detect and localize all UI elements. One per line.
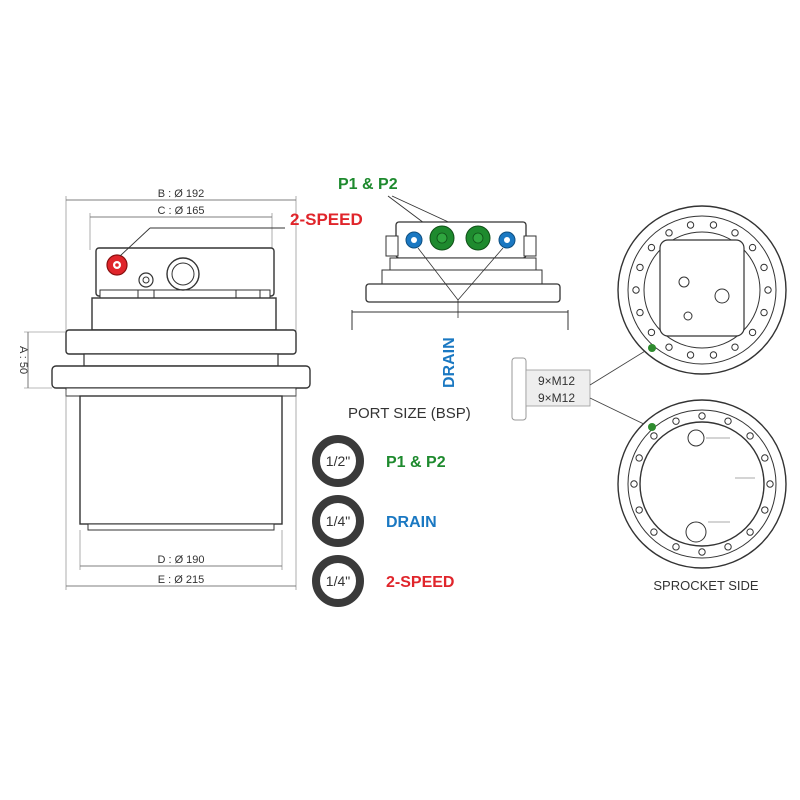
size-value: 1/2" <box>326 453 350 469</box>
dimension-a-label: A : 50 <box>17 346 29 374</box>
bolt-hole <box>709 351 718 359</box>
bolt-hole <box>635 506 643 514</box>
bolt-hole <box>746 432 754 440</box>
bolt-hole <box>748 243 757 252</box>
sprocket-bolt-holes <box>630 412 774 556</box>
side-view: B : Ø 192 C : Ø 165 A : 50 <box>17 188 363 590</box>
bolt-hole <box>731 229 739 237</box>
bolt-callout: 9×M12 9×M12 <box>511 347 651 428</box>
bolt-hole <box>636 308 644 317</box>
size-value: 1/4" <box>326 573 350 589</box>
sprocket-side-view: SPROCKET SIDE <box>617 399 787 593</box>
bolt-hole <box>709 221 718 229</box>
bolt-spec-bottom: 9×M12 <box>538 391 575 405</box>
bolt-marker-top <box>648 344 656 352</box>
bolt-hole <box>731 343 739 351</box>
sprocket-side-caption: SPROCKET SIDE <box>653 578 759 593</box>
motor-end-view <box>617 205 787 375</box>
bolt-spec-top: 9×M12 <box>538 374 575 388</box>
port-size-row: 1/4" DRAIN <box>312 495 437 547</box>
bolt-hole <box>636 263 644 272</box>
bolt-hole <box>686 221 695 229</box>
bolt-hole <box>647 328 656 337</box>
bolt-hole <box>650 432 658 440</box>
size-label: 2-SPEED <box>386 574 454 591</box>
bolt-marker-bottom <box>648 423 656 431</box>
dimension-c-label: C : Ø 165 <box>157 205 204 217</box>
bolt-hole <box>761 454 769 462</box>
bolt-hole <box>698 548 706 556</box>
flange-bolt-holes <box>632 221 772 359</box>
bolt-hole <box>766 480 774 488</box>
bolt-hole <box>650 528 658 536</box>
dimension-e-label: E : Ø 215 <box>158 574 204 586</box>
bolt-hole <box>632 286 640 294</box>
size-ring <box>312 435 364 487</box>
bolt-hole <box>760 308 768 317</box>
dimension-b-label: B : Ø 192 <box>158 188 204 200</box>
port-size-row: 1/4" 2-SPEED <box>312 555 454 607</box>
size-label: P1 & P2 <box>386 454 446 471</box>
bolt-hole <box>686 351 695 359</box>
bolt-hole <box>635 454 643 462</box>
size-ring <box>312 495 364 547</box>
bolt-hole <box>746 528 754 536</box>
two-speed-callout: 2-SPEED <box>290 210 363 229</box>
port-size-legend: PORT SIZE (BSP) 1/2" P1 & P2 1/4" DRAIN … <box>312 405 471 607</box>
port-size-title: PORT SIZE (BSP) <box>348 405 471 422</box>
port-size-row: 1/2" P1 & P2 <box>312 435 446 487</box>
bolt-hole <box>665 343 673 351</box>
drain-callout: DRAIN <box>441 337 458 388</box>
bolt-hole <box>672 417 680 425</box>
bolt-hole <box>748 328 757 337</box>
dimension-d-label: D : Ø 190 <box>157 554 204 566</box>
bolt-hole <box>630 480 638 488</box>
bolt-hole <box>698 412 706 420</box>
size-label: DRAIN <box>386 514 437 531</box>
size-value: 1/4" <box>326 513 350 529</box>
bolt-hole <box>764 286 772 294</box>
bolt-hole <box>724 417 732 425</box>
size-ring <box>312 555 364 607</box>
p1p2-callout: P1 & P2 <box>338 176 398 193</box>
bolt-hole <box>760 263 768 272</box>
bolt-hole <box>647 243 656 252</box>
port-detail-view: P1 & P2 DRAIN <box>338 176 569 388</box>
bolt-hole <box>672 543 680 551</box>
bolt-hole <box>761 506 769 514</box>
bolt-hole <box>724 543 732 551</box>
bolt-icon <box>511 357 591 421</box>
bolt-hole <box>665 229 673 237</box>
